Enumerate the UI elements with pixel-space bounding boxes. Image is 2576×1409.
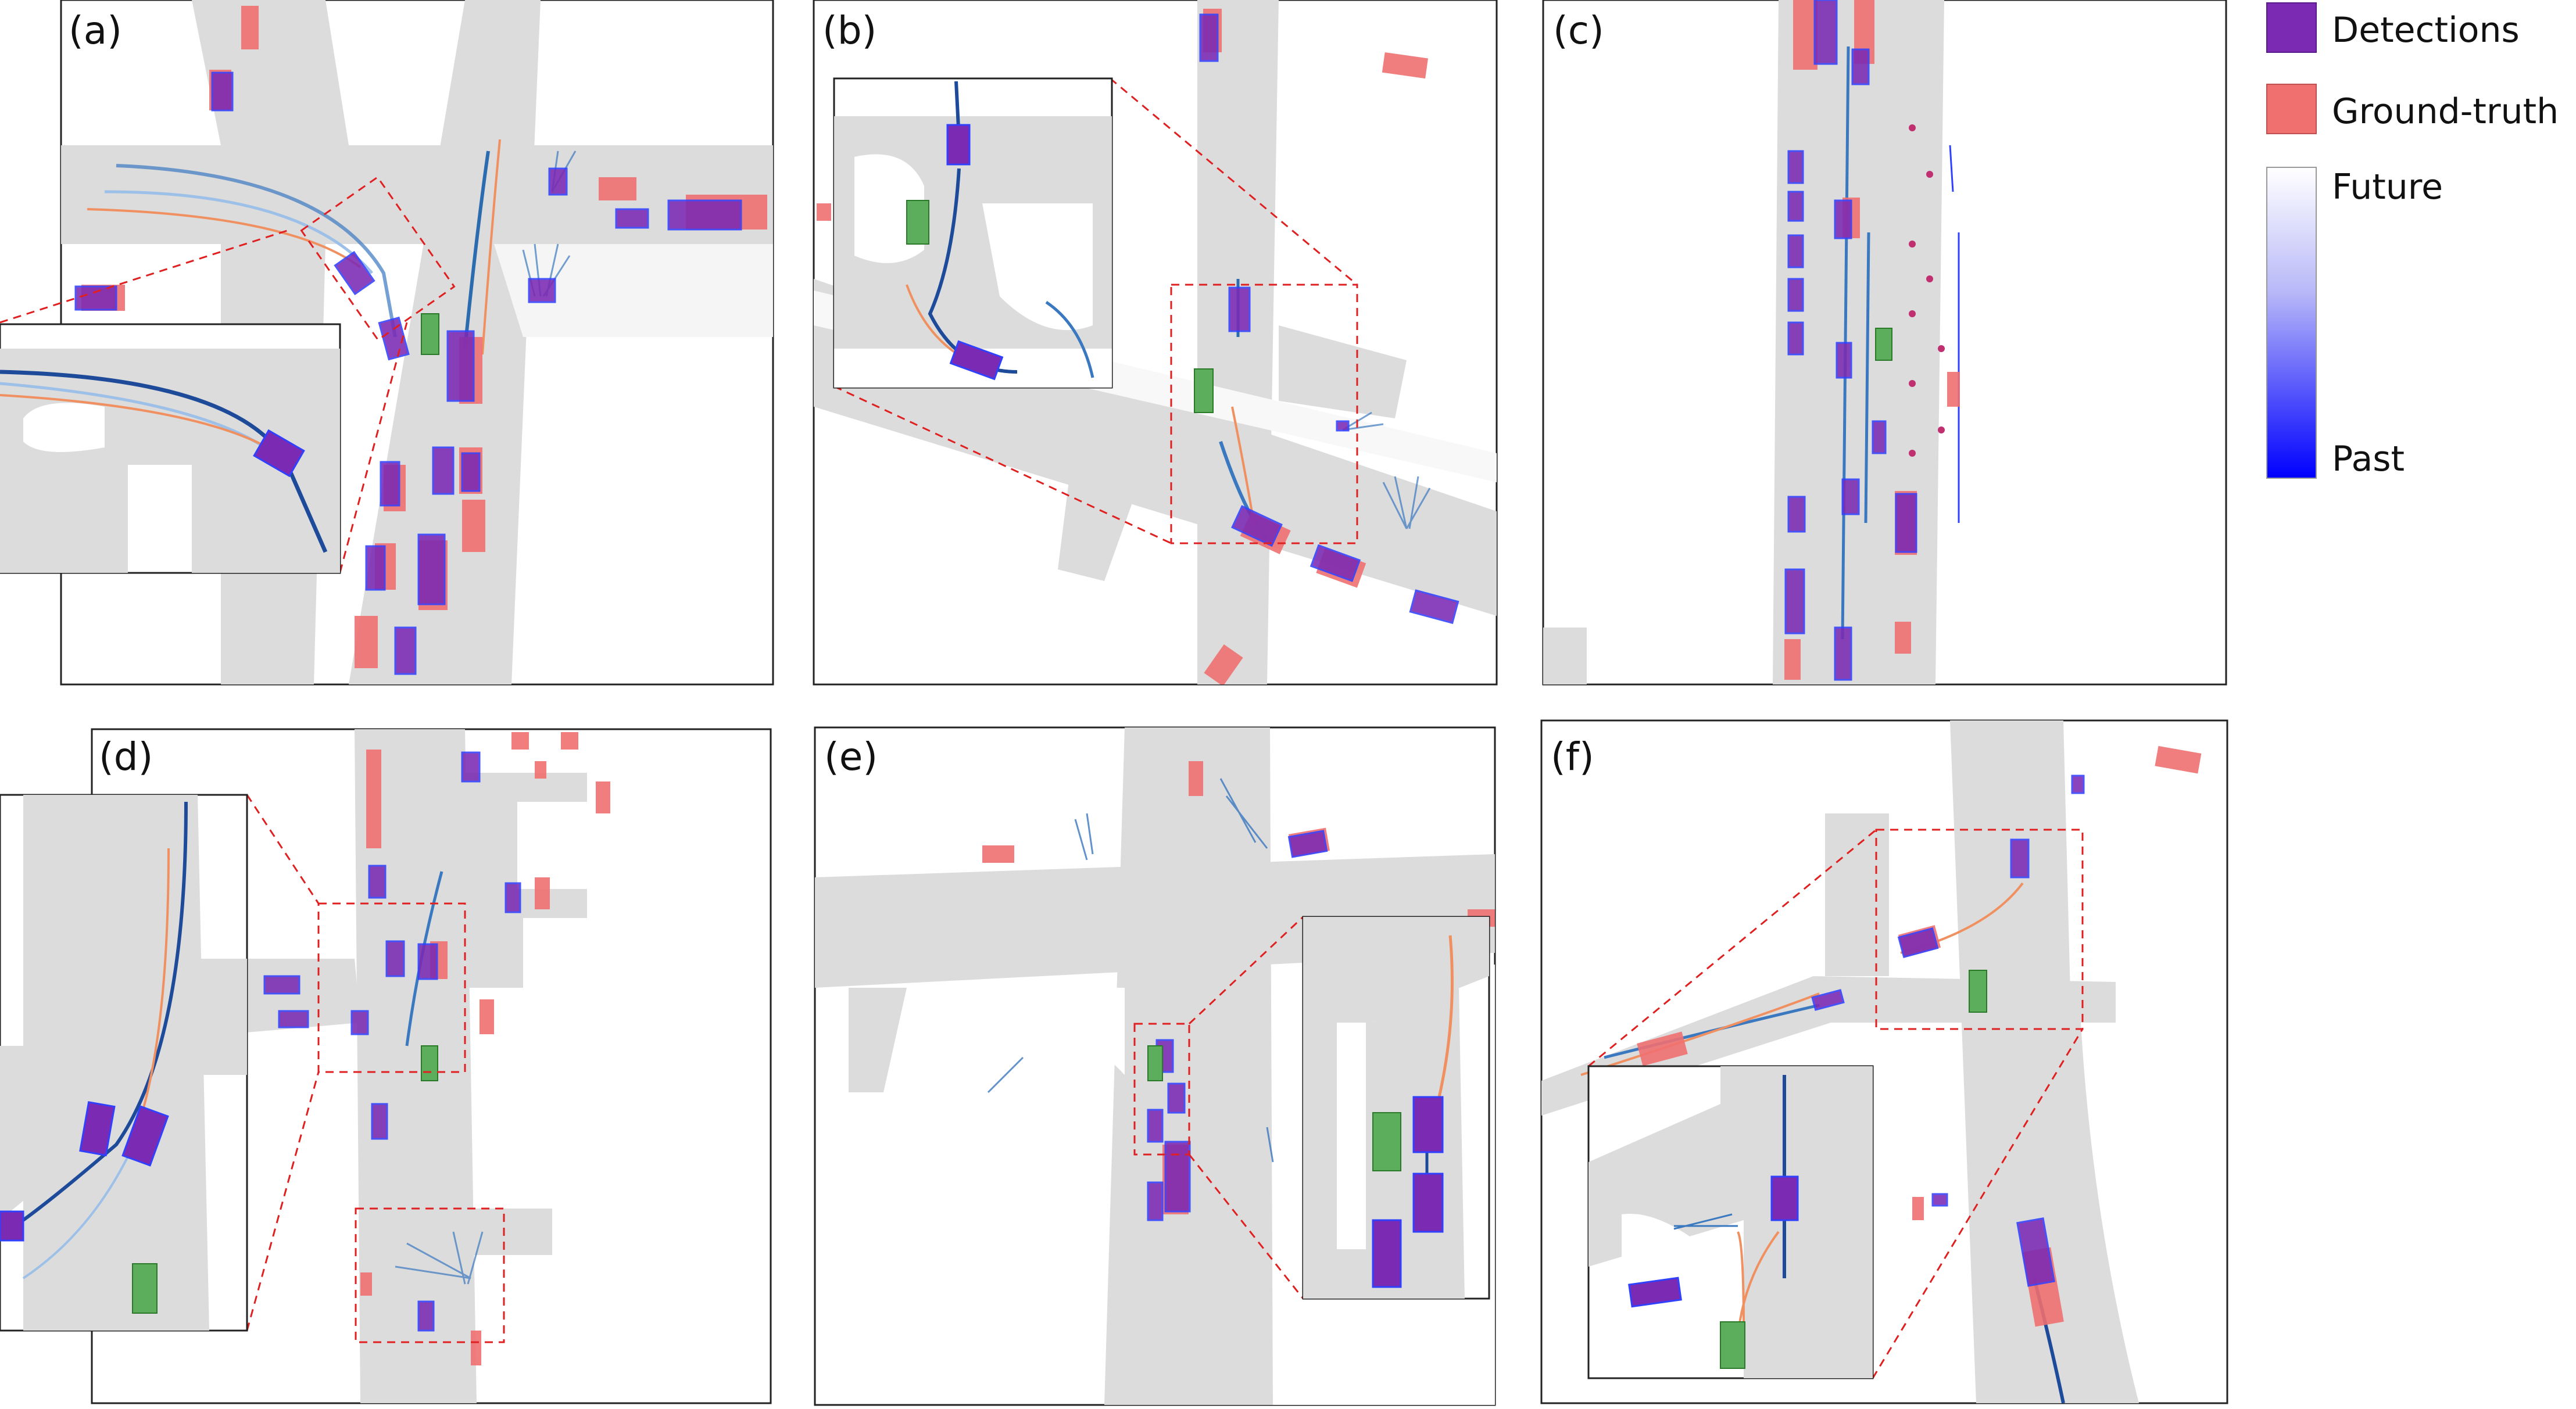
panel-d-label: (d) [99, 734, 153, 779]
panel-f-label: (f) [1551, 734, 1594, 779]
panel-e-inset [1302, 916, 1490, 1300]
legend-past-label: Past [2332, 439, 2405, 479]
panel-f: (f) [1540, 719, 2228, 1404]
panel-a-map [61, 0, 773, 684]
panel-d-inset [0, 794, 248, 1332]
ego-vehicle [421, 313, 439, 355]
panel-b: (b) [813, 0, 1498, 686]
panel-a-label: (a) [69, 8, 122, 53]
ego-vehicle [1969, 970, 1987, 1013]
panel-e: (e) [814, 726, 1496, 1406]
panel-e-label: (e) [824, 734, 878, 779]
ego-vehicle [421, 1045, 438, 1081]
legend-ground-truth-swatch [2266, 84, 2317, 134]
legend-detections-label: Detections [2332, 10, 2520, 51]
panel-c-map [1543, 0, 1960, 684]
legend-time-gradient [2266, 167, 2317, 479]
panel-b-label: (b) [822, 8, 876, 53]
panel-f-map [1541, 720, 2202, 1403]
legend-future-label: Future [2332, 167, 2443, 207]
panel-c: (c) [1542, 0, 2227, 686]
panel-d-map [92, 729, 610, 1403]
ego-vehicle [1147, 1045, 1163, 1081]
ego-vehicle [1875, 328, 1892, 361]
panel-f-inset [1587, 1065, 1874, 1379]
panel-c-label: (c) [1553, 8, 1604, 53]
legend-detections-swatch [2266, 2, 2317, 53]
legend: Detections Ground-truth Future Past [2266, 2, 2559, 479]
panel-d: (d) [0, 728, 772, 1404]
ego-vehicle [1194, 368, 1214, 413]
panel-a: (a) [0, 0, 774, 686]
panel-a-inset [0, 323, 341, 574]
legend-ground-truth-label: Ground-truth [2332, 91, 2559, 132]
panel-b-inset [833, 77, 1113, 389]
